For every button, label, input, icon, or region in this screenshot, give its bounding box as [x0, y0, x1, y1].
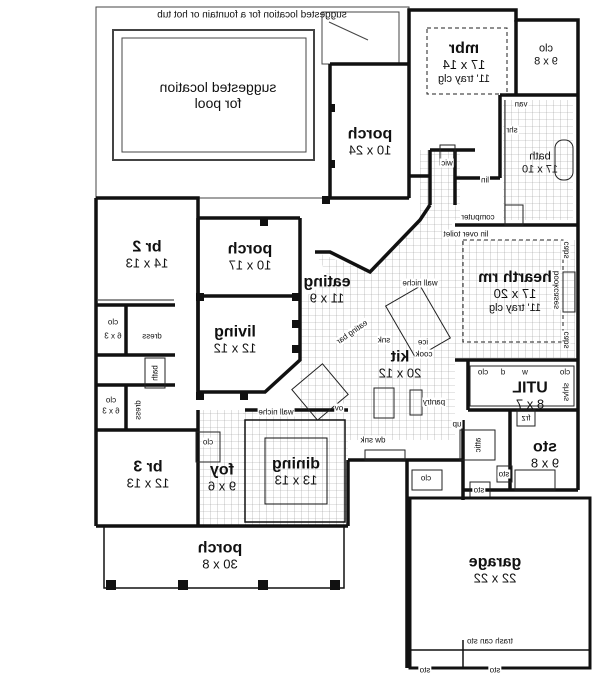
label-dw-snk: dw snk — [359, 435, 387, 445]
label-dress2: dress — [133, 399, 143, 421]
label-clo-util: clo — [476, 367, 490, 377]
label-clo-bottom: clo — [419, 473, 433, 483]
room-porch-mid: porch 10 x 17 — [227, 240, 273, 273]
label-cabs-2: cabs — [561, 330, 571, 350]
label-wall-niche-top: wall niche — [401, 278, 439, 288]
label-shelves: shlvs — [561, 381, 571, 403]
label-wall-niche-bottom: wall niche — [257, 407, 295, 417]
room-bath: bath 17 x 10 — [521, 150, 559, 175]
label-clo-util2: clo — [558, 367, 572, 377]
label-ov: ov — [333, 403, 345, 413]
room-mbr-closet: clo 9 x 8 — [534, 42, 558, 67]
label-wic: wic — [440, 158, 454, 168]
room-porch-top: porch 10 x 24 — [347, 125, 393, 158]
label-sto-a: sto — [497, 469, 511, 479]
label-vanity: van — [513, 99, 529, 109]
room-br3: br 3 12 x 13 — [126, 458, 170, 491]
room-hearth: hearth rm 17 x 20 11' tray clg — [478, 269, 552, 315]
room-eating: eating 11 x 9 — [303, 273, 351, 306]
label-sto-c: sto — [418, 665, 432, 675]
label-sink: snk — [376, 335, 392, 345]
label-w: w — [521, 367, 529, 377]
pool-label: suggested location for pool — [159, 78, 277, 111]
label-dress: dress — [141, 331, 163, 341]
label-lin: lin — [479, 175, 491, 185]
room-garage: garage 22 x 22 — [468, 553, 522, 586]
room-util: UTIL 8 x 7 — [512, 379, 548, 412]
label-lin-over-toilet: lin over toilet — [442, 229, 490, 239]
room-br2: br 2 14 x 13 — [125, 238, 169, 271]
label-d: d — [499, 367, 507, 377]
label-clo-foy: clo — [201, 437, 215, 447]
columns — [106, 104, 340, 590]
label-trash: trash can sto — [466, 636, 514, 646]
room-sto-right: sto 9 x 8 — [530, 438, 560, 471]
label-computer: computer — [460, 212, 496, 222]
label-bookcases: bookcases — [551, 269, 561, 311]
label-bath-small: bath — [150, 364, 160, 382]
label-clo-br3-dim: 6 x 3 — [101, 406, 121, 416]
room-mbr: mbr 17 x 14 11' tray clg — [437, 40, 491, 86]
label-clo-br2: clo — [106, 317, 120, 327]
room-porch-bottom: porch 30 x 8 — [197, 539, 243, 572]
label-attic: attic — [473, 436, 483, 454]
label-clo-br2-dim: 6 x 3 — [103, 331, 123, 341]
label-sto-b: sto — [472, 485, 486, 495]
room-dining: dining 13 x 13 — [272, 455, 320, 488]
room-living: living 12 x 12 — [213, 323, 257, 356]
label-pantry: pantry — [421, 397, 447, 407]
fountain-note: suggested location for a fountain or hot… — [157, 9, 347, 21]
label-ice: ice — [416, 337, 430, 347]
label-clo-br3: clo — [104, 395, 118, 405]
label-up: up — [451, 419, 463, 429]
label-cabs-1: cabs — [561, 240, 571, 260]
label-shr: shr — [505, 125, 519, 135]
label-sto-d: sto — [488, 665, 502, 675]
room-foy: foy 9 x 6 — [207, 461, 237, 494]
label-frz: frz — [520, 413, 532, 423]
label-cook: cook — [414, 349, 434, 359]
